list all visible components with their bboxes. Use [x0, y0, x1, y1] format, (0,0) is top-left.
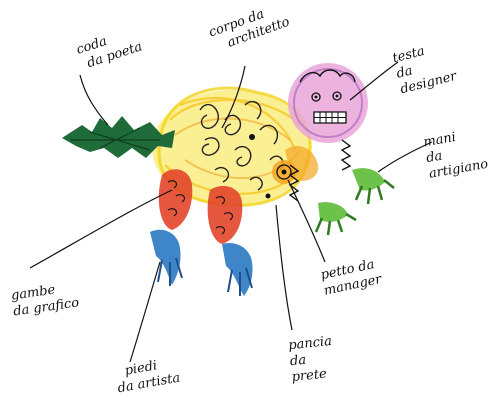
- leader-belly: [276, 205, 292, 330]
- leader-legs: [30, 190, 172, 268]
- chest-spot: [272, 160, 296, 184]
- leader-feet: [130, 262, 160, 362]
- left-hand: [316, 202, 356, 235]
- leader-tail: [80, 75, 108, 125]
- head-shape: [288, 63, 368, 143]
- right-hand: [352, 168, 394, 204]
- neck-spring: [342, 140, 350, 170]
- label-hands: mani da artigiano: [422, 125, 489, 183]
- label-belly: pancia da prete: [288, 334, 336, 386]
- feet: [150, 230, 253, 296]
